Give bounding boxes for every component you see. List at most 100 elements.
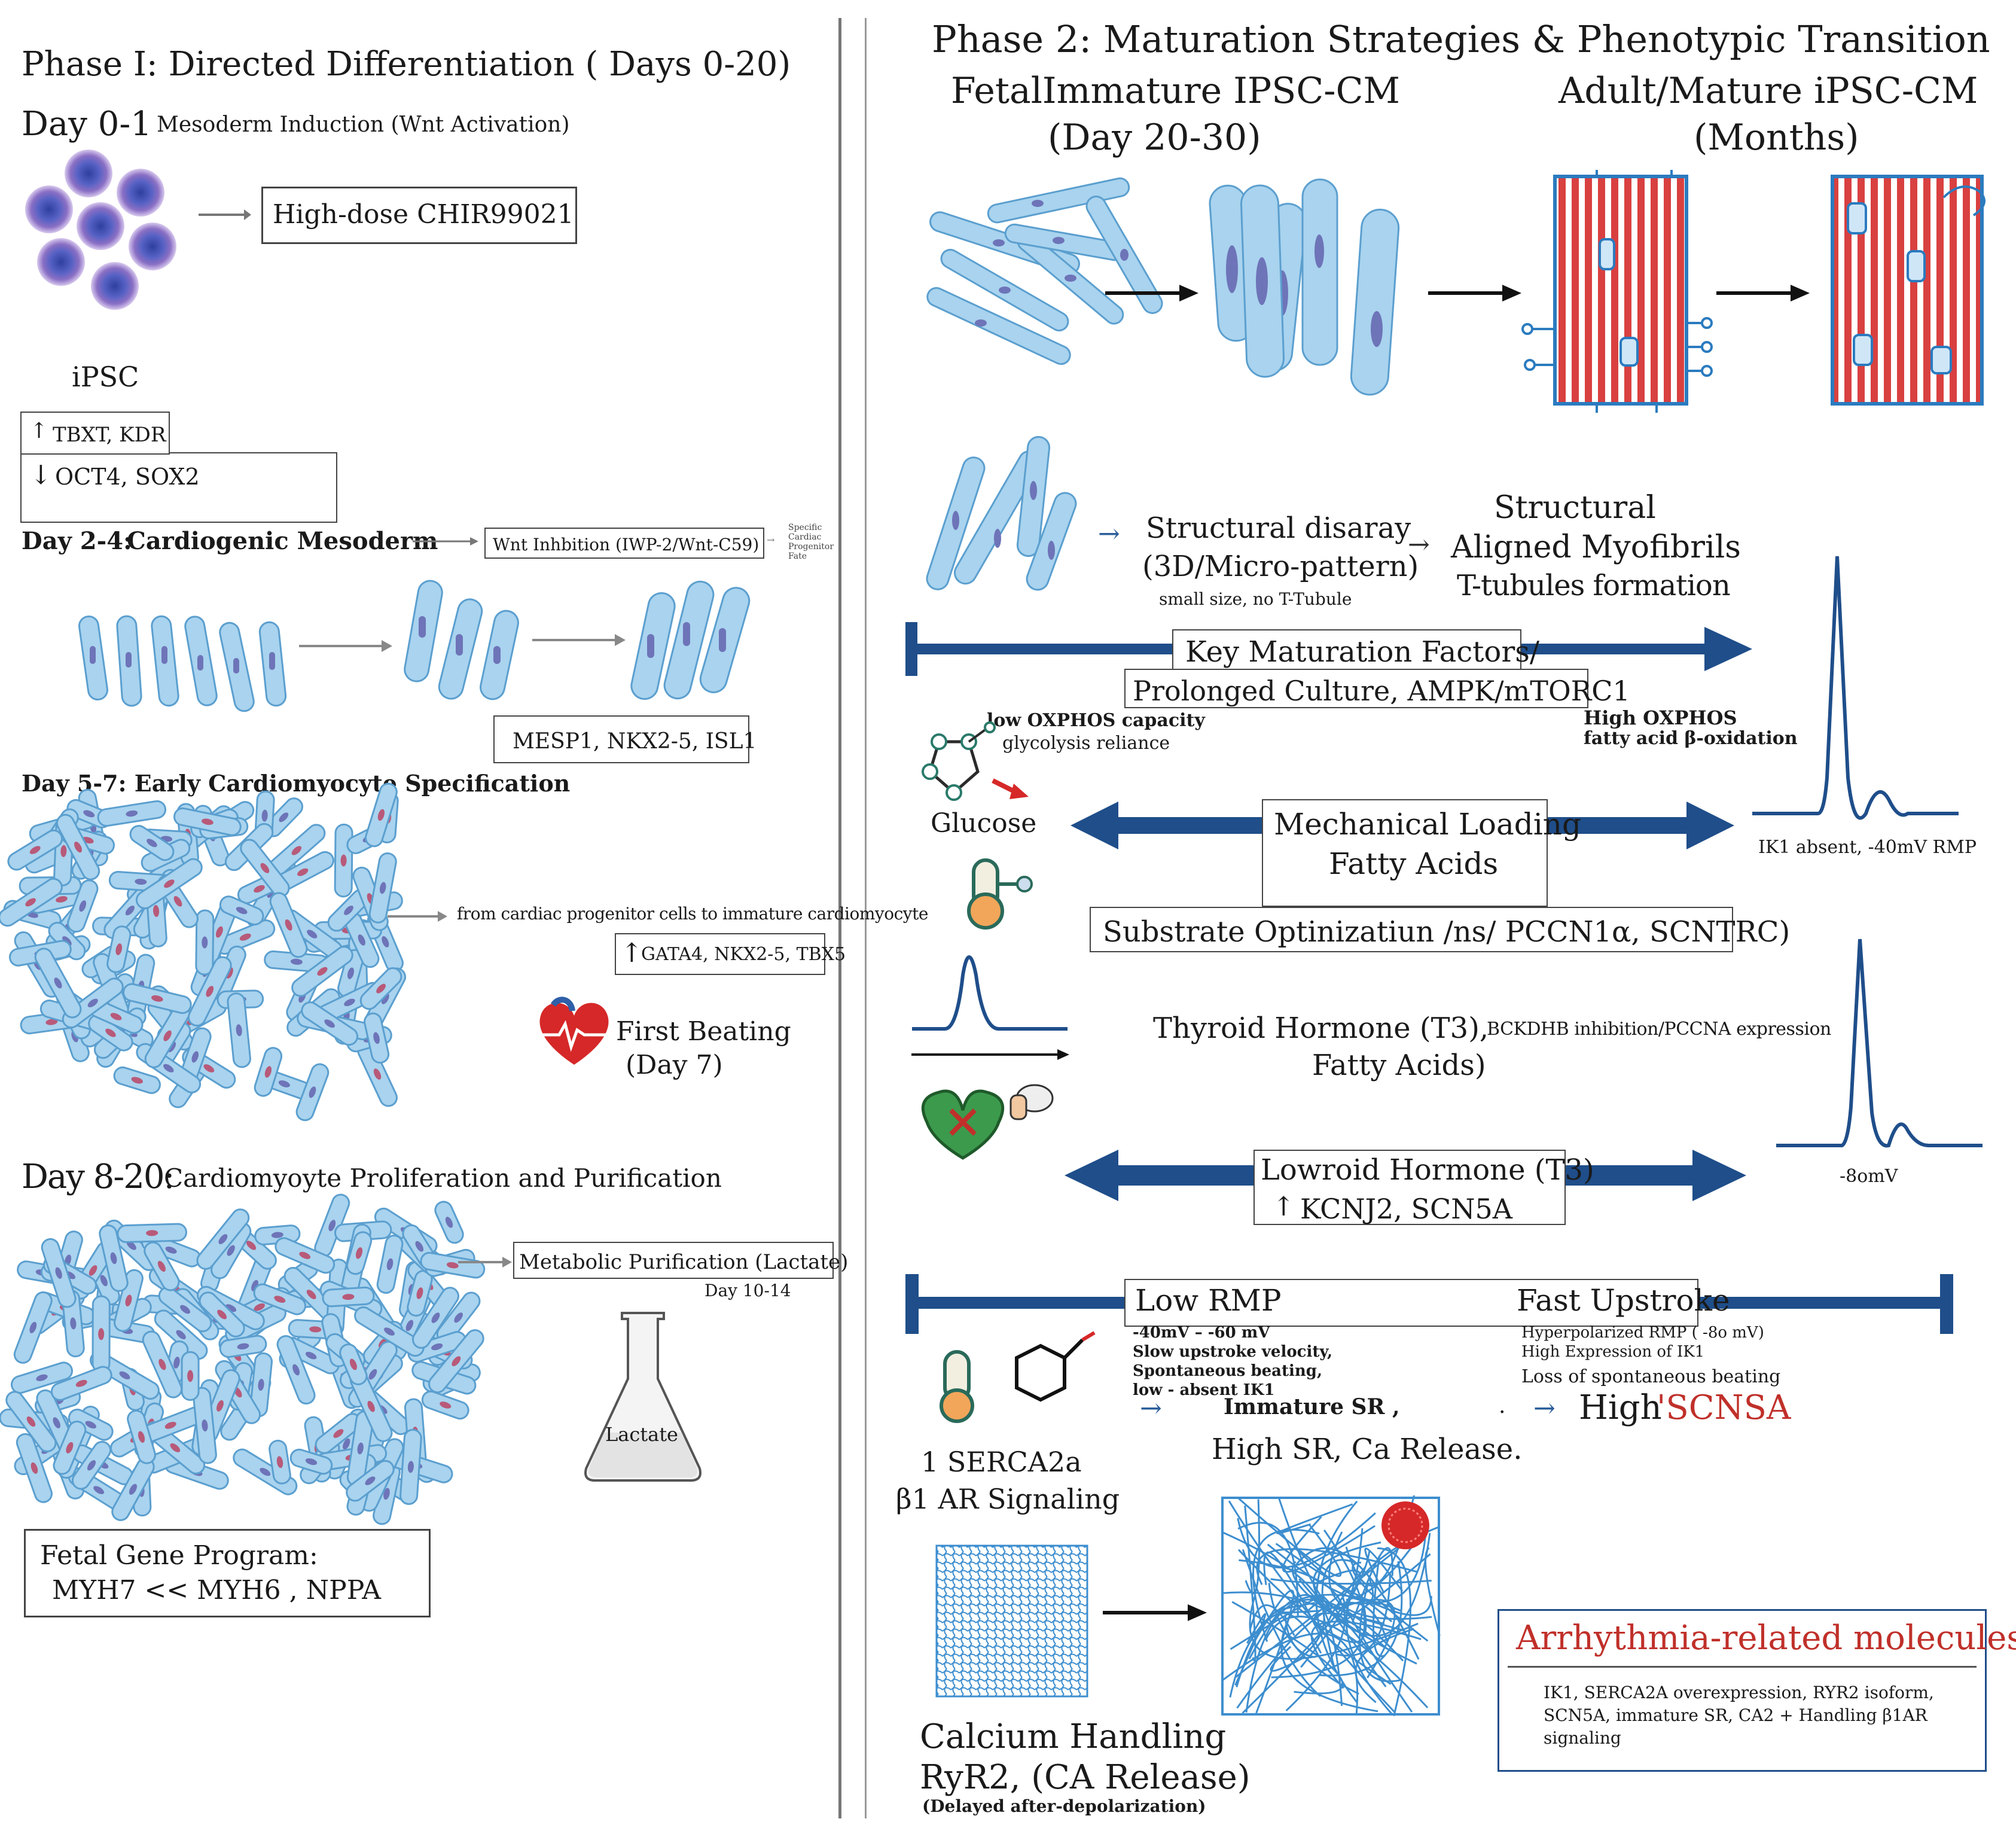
fetal-heading: FetalImmature IPSC-CM xyxy=(951,70,1400,112)
panel-divider xyxy=(838,18,841,1818)
lowroid-box: Lowroid Hormone (T3) ↑ KCNJ2, SCN5A xyxy=(1253,1150,1594,1225)
mesoderm-cells xyxy=(78,580,751,712)
ik1-absent-label: IK1 absent, -40mV RMP xyxy=(1758,837,1977,858)
fetal-gene-box: Fetal Gene Program: MYH7 << MYH6 , NPPA xyxy=(24,1529,431,1617)
adult-heading-months: (Months) xyxy=(1694,117,1859,159)
up-arrow-icon: ↑ xyxy=(621,938,643,968)
arrow-icon xyxy=(1716,285,1810,301)
thyroid-fatty-acids: Fatty Acids) xyxy=(1312,1049,1486,1082)
fetal-heading-days: (Day 20-30) xyxy=(1048,117,1261,159)
aligned-myofibrils: Aligned Myofibrils xyxy=(1451,529,1741,565)
arrow-icon: → xyxy=(1140,1393,1162,1424)
first-beating-label: First Beating xyxy=(616,1016,791,1047)
mid-cardiomyocytes xyxy=(1240,178,1400,396)
structural-small: small size, no T-Tubule xyxy=(1159,589,1352,609)
lactate-flask-icon xyxy=(584,1312,702,1482)
glucose-label: Glucose xyxy=(931,808,1037,839)
day57-note: from cardiac progenitor cells to immatur… xyxy=(457,904,928,924)
delayed-label: (Delayed after-depolarization) xyxy=(922,1796,1206,1816)
day01-marker-box xyxy=(20,452,337,523)
arrow-icon: → xyxy=(767,534,775,546)
structural-mature: Structural xyxy=(1494,490,1656,526)
arrow-icon: → xyxy=(1408,529,1430,560)
day24-desc: Cardiogenic Mesoderm xyxy=(127,527,438,555)
chir-box: High-dose CHIR99021 xyxy=(261,187,577,244)
serca2a-label: 1 SERCA2a xyxy=(921,1446,1082,1478)
markers-down: OCT4, SOX2 xyxy=(55,464,200,490)
immature-sr: Immature SR , xyxy=(1224,1394,1400,1419)
day01-label: Day 0-1 xyxy=(22,105,152,144)
purification-day: Day 10-14 xyxy=(704,1281,791,1300)
day24-marker-box: MESP1, NKX2-5, ISL1 xyxy=(493,715,757,763)
adult-cardiomyocyte-2 xyxy=(1831,175,1985,406)
arrow-icon: → xyxy=(1098,519,1120,549)
mechanical-loading-box: Mechanical Loading Fatty Acids xyxy=(1262,799,1581,907)
beta-ar-label: β1 AR Signaling xyxy=(896,1483,1120,1515)
down-arrow-icon: ↓ xyxy=(30,460,52,490)
panel-divider-right xyxy=(865,18,867,1818)
day01-marker-box-top xyxy=(20,412,170,455)
arrhythmia-title: Arrhythmia-related molecules xyxy=(1516,1619,2016,1658)
ryr2-label: RyR2, (CA Release) xyxy=(920,1758,1251,1797)
ipsc-label: iPSC xyxy=(72,361,139,393)
arrow-icon xyxy=(1103,1604,1207,1621)
high-sr-release: High SR, Ca Release. xyxy=(1212,1433,1523,1466)
markers-up: TBXT, KDR xyxy=(53,423,166,447)
arrhythmia-body: IK1, SERCA2A overexpression, RYR2 isofor… xyxy=(1544,1683,1934,1748)
fatty-acid-oxidation: fatty acid β-oxidation xyxy=(1584,728,1798,749)
ipsc-cluster xyxy=(25,150,176,310)
thyroid-hormone: Thyroid Hormone (T3), xyxy=(1153,1012,1489,1045)
arrow-icon xyxy=(1105,285,1198,301)
low-oxphos: low OXPHOS capacity xyxy=(987,710,1205,731)
arrow-icon xyxy=(388,911,447,922)
glycolysis: glycolysis reliance xyxy=(1002,733,1170,754)
first-beating-day: (Day 7) xyxy=(626,1050,723,1080)
day57-marker-box: ↑ GATA4, NKX2-5, TBX5 xyxy=(615,933,846,975)
day820-desc: Cardiomyoyte Proliferation and Purificat… xyxy=(164,1163,722,1193)
structural-disarray: Structural disaray xyxy=(1146,511,1411,545)
arrow-icon: → xyxy=(1533,1393,1556,1424)
wnt-inhibition-box: Wnt Inhbition (IWP-2/Wnt-C59) xyxy=(484,528,764,559)
bckdhb-note: BCKDHB inhibition/PCCNA expression xyxy=(1487,1019,1831,1040)
high-scn5a-prefix: High xyxy=(1579,1388,1662,1427)
day820-label: Day 8-20: xyxy=(22,1157,175,1196)
metabolic-purification-box: Metabolic Purification (Lactate) xyxy=(513,1242,848,1279)
t-tubules: T-tubules formation xyxy=(1457,569,1731,602)
heart-icon xyxy=(539,997,609,1065)
adult-heading: Adult/Mature iPSC-CM xyxy=(1558,70,1978,112)
thyroid-gland-icon xyxy=(921,1084,1054,1160)
arrhythmia-box: Arrhythmia-related molecules IK1, SERCA2… xyxy=(1497,1609,2016,1772)
action-potential-trace-mature xyxy=(1776,939,1983,1148)
adult-cardiomyocyte-1 xyxy=(1521,170,1713,413)
calcium-handling-title: Calcium Handling xyxy=(920,1717,1227,1756)
day24-label: Day 2-4: xyxy=(22,527,132,555)
lactate-label: Lactate xyxy=(605,1423,678,1446)
glucose-molecule-icon xyxy=(922,721,1029,801)
high-oxphos: High OXPHOS xyxy=(1584,706,1737,729)
day57-title: Day 5-7: Early Cardiomyocyte Specificati… xyxy=(22,770,571,797)
disarrayed-cells xyxy=(926,435,1077,591)
up-arrow-icon: ↑ xyxy=(30,419,48,443)
low-rmp-label: Low RMP xyxy=(1135,1283,1282,1318)
arrow-icon xyxy=(1428,285,1521,301)
action-potential-trace-small xyxy=(912,955,1068,1031)
phase1-title: Phase I: Directed Differentiation ( Days… xyxy=(22,45,791,84)
electro-box xyxy=(1124,1279,1698,1327)
arrow-icon xyxy=(458,1257,512,1268)
proliferating-cardiomyocytes xyxy=(0,1193,486,1525)
chemical-structure-icon xyxy=(940,1331,1096,1423)
day01-desc: Mesoderm Induction (Wnt Activation) xyxy=(157,112,570,137)
mature-electro-notes: Hyperpolarized RMP ( -8o mV)High Express… xyxy=(1521,1324,1781,1387)
up-arrow-icon: ↑ xyxy=(1273,1192,1295,1222)
fast-upstroke-label: Fast Upstroke xyxy=(1517,1283,1730,1318)
key-factors-box-top: Key Maturation Factors/ xyxy=(1172,629,1539,670)
arrow-icon xyxy=(199,209,251,220)
arrow-icon xyxy=(911,1049,1069,1060)
high-scn5a: 'SCNSA xyxy=(1657,1388,1791,1427)
mature-sr-network xyxy=(1221,1495,1441,1717)
minus-80mv-label: -8omV xyxy=(1840,1166,1898,1187)
phase2-title: Phase 2: Maturation Strategies & Phenoty… xyxy=(932,17,1990,61)
key-factors-box-bottom: Prolonged Culture, AMPK/mTORC1 xyxy=(1124,669,1630,708)
